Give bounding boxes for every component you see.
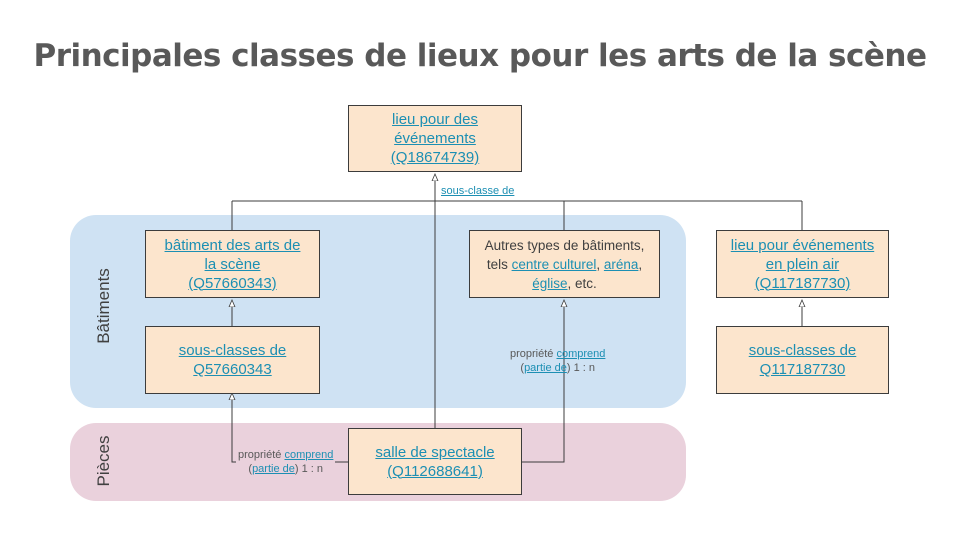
edge-salle-to-autres (522, 303, 564, 463)
comprend-label-left: propriété comprend (partie de) 1 : n (236, 448, 336, 476)
inv-close: ) 1 : n (566, 362, 595, 374)
node-link[interactable]: bâtiment des arts de la scène (Q57660343… (165, 236, 301, 293)
node-text: Q57660343 (193, 361, 272, 378)
comprend-link[interactable]: comprend (556, 348, 606, 360)
autres-text: Autres types de bâtiments, tels (484, 237, 645, 272)
subclass-edge-label[interactable]: sous-classe de (441, 184, 514, 198)
node-text: lieu pour des (392, 111, 478, 128)
node-text: événements (394, 130, 476, 147)
node-text: la scène (204, 255, 261, 273)
node-sous-classes-batiment[interactable]: sous-classes de Q57660343 (145, 326, 320, 394)
node-link[interactable]: sous-classes de Q117187730 (749, 341, 857, 379)
node-text: (Q112688641) (387, 462, 483, 480)
node-link[interactable]: sous-classes de Q57660343 (179, 341, 287, 379)
prop-text: propriété (510, 348, 557, 360)
node-text: (Q57660343) (188, 274, 277, 292)
node-text: Autres types de bâtiments, tels centre c… (476, 236, 653, 293)
node-text: bâtiment des arts de (164, 236, 301, 254)
comprend-link[interactable]: comprend (284, 449, 334, 461)
inv-close: ) 1 : n (294, 463, 323, 475)
node-autres-types: Autres types de bâtiments, tels centre c… (469, 230, 660, 298)
centre-culturel-link[interactable]: centre culturel (511, 256, 597, 272)
node-batiment-arts-scene[interactable]: bâtiment des arts de la scène (Q57660343… (145, 230, 320, 298)
arena-link[interactable]: aréna (603, 256, 639, 272)
node-lieu-evenements[interactable]: lieu pour des événements (Q18674739) (348, 105, 522, 172)
partie-de-link[interactable]: partie de (524, 362, 567, 374)
separator: , (596, 256, 604, 272)
node-link[interactable]: lieu pour des événements (Q18674739) (391, 110, 479, 167)
prop-text: propriété (238, 449, 285, 461)
node-text: (Q18674739) (390, 149, 480, 166)
node-link[interactable]: lieu pour événements en plein air (Q1171… (731, 236, 874, 293)
node-text: lieu pour événements (730, 236, 875, 254)
inv-open: ( (520, 362, 525, 374)
subclass-link[interactable]: sous-classe de (441, 185, 515, 197)
page-title: Principales classes de lieux pour les ar… (33, 38, 927, 74)
node-text: Q117187730 (759, 361, 846, 378)
node-text: sous-classes de (178, 342, 287, 359)
node-link[interactable]: salle de spectacle (Q112688641) (375, 443, 494, 481)
inv-open: ( (248, 463, 253, 475)
comprend-label-right: propriété comprend (partie de) 1 : n (510, 347, 605, 375)
eglise-link[interactable]: église (532, 275, 568, 291)
autres-text-end: , etc. (567, 275, 597, 291)
partie-de-link[interactable]: partie de (252, 463, 295, 475)
node-text: salle de spectacle (375, 443, 495, 461)
node-lieu-plein-air[interactable]: lieu pour événements en plein air (Q1171… (716, 230, 889, 298)
node-text: sous-classes de (748, 342, 857, 359)
node-text: (Q117187730) (754, 274, 851, 292)
node-salle-spectacle[interactable]: salle de spectacle (Q112688641) (348, 428, 522, 495)
node-sous-classes-plein-air[interactable]: sous-classes de Q117187730 (716, 326, 889, 394)
separator: , (638, 256, 643, 272)
node-text: en plein air (765, 255, 840, 273)
